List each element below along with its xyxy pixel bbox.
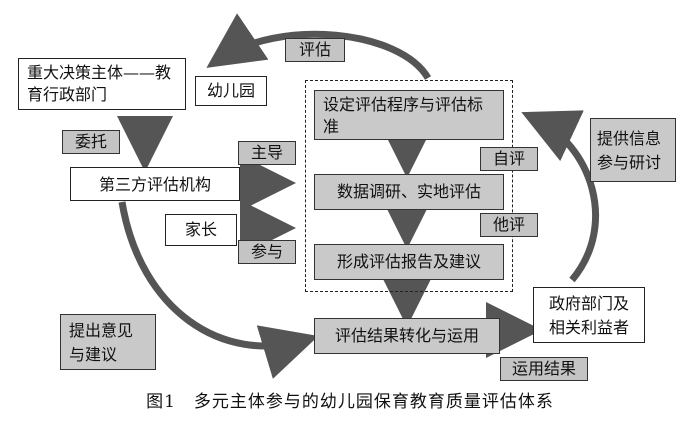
step-research-node: 数据调研、实地评估 [314,174,504,210]
other-eval-label: 他评 [492,215,525,234]
decision-maker-node: 重大决策主体——教育行政部门 [18,58,186,110]
participate-tag: 参与 [238,240,296,264]
entrust-tag: 委托 [62,130,120,154]
result-use-node: 评估结果转化与运用 [314,318,500,354]
apply-results-label: 运用结果 [511,359,576,378]
step-setup-node: 设定评估程序与评估标准 [314,90,504,140]
other-eval-tag: 他评 [480,213,538,237]
provide-info-tag: 提供信息参与研讨 [590,118,676,182]
third-party-label: 第三方评估机构 [98,175,211,194]
parents-node: 家长 [165,214,237,246]
gov-stakeholders-node: 政府部门及相关利益者 [533,287,645,343]
provide-info-label: 提供信息参与研讨 [597,129,662,172]
result-use-label: 评估结果转化与运用 [334,326,479,345]
step-research-label: 数据调研、实地评估 [336,182,481,201]
lead-label: 主导 [250,143,283,162]
evaluate-curve-arrow [206,13,432,80]
suggestions-label: 提出意见与建议 [69,321,134,364]
step-setup-label: 设定评估程序与评估标准 [323,95,484,136]
third-party-node: 第三方评估机构 [70,167,240,201]
figure-caption: 图1 多元主体参与的幼儿园保育教育质量评估体系 [146,392,554,412]
decision-maker-label: 重大决策主体——教育行政部门 [27,63,172,104]
gov-stakeholders-label: 政府部门及相关利益者 [548,294,629,337]
suggestion-curve-arrow [118,201,319,379]
evaluate-tag: 评估 [285,38,345,62]
kindergarten-node: 幼儿园 [195,76,267,106]
parents-label: 家长 [184,220,217,239]
participate-label: 参与 [250,242,283,261]
evaluation-process-frame [305,80,513,292]
lead-tag: 主导 [238,141,296,165]
evaluate-label: 评估 [298,40,331,59]
apply-results-tag: 运用结果 [500,357,588,381]
step-report-label: 形成评估报告及建议 [336,252,481,271]
self-eval-label: 自评 [492,149,525,168]
step-report-node: 形成评估报告及建议 [314,244,504,280]
self-eval-tag: 自评 [480,147,538,171]
entrust-label: 委托 [74,132,107,151]
suggestions-tag: 提出意见与建议 [60,314,156,370]
kindergarten-label: 幼儿园 [206,81,255,100]
feedback-curve-arrow [521,110,599,283]
